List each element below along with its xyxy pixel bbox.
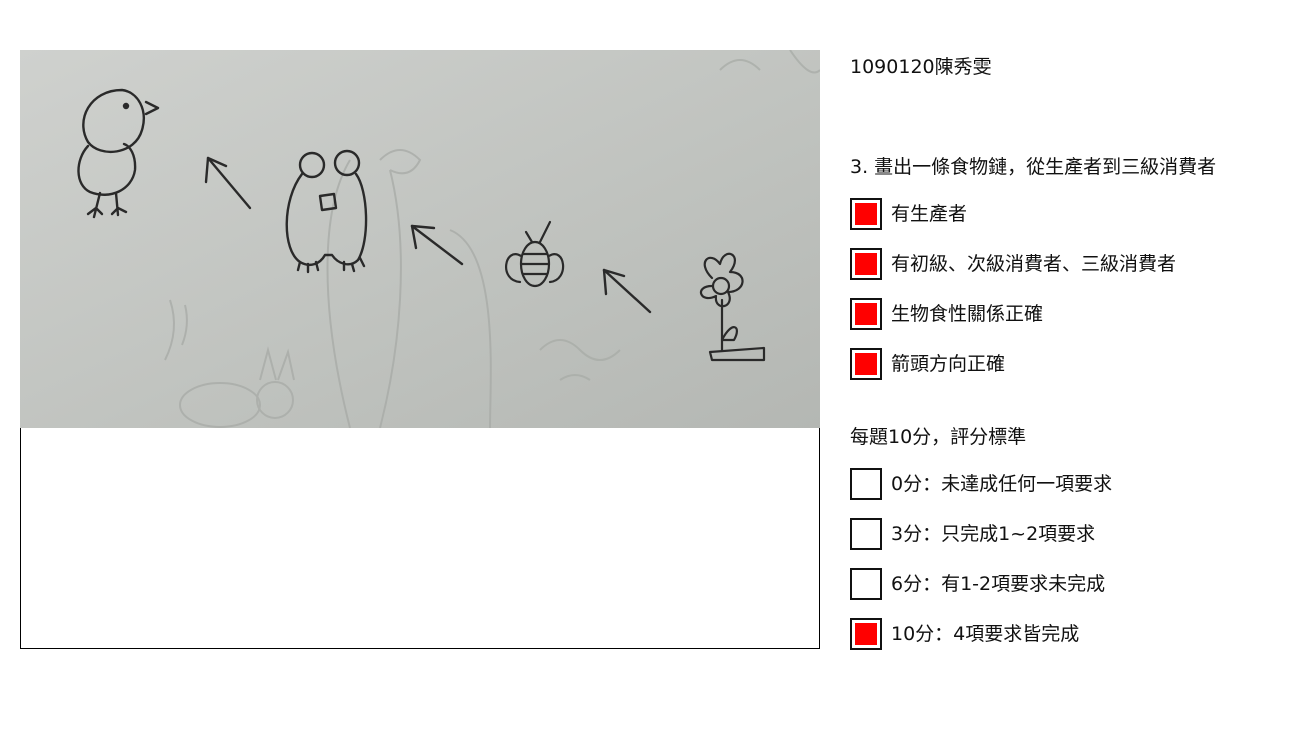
criterion-producer[interactable]: 有生產者 bbox=[850, 198, 967, 230]
check-fill bbox=[855, 353, 877, 375]
score-option-6[interactable]: 6分：有1-2項要求未完成 bbox=[850, 568, 1105, 600]
food-chain-drawing bbox=[20, 50, 820, 428]
score-option-10[interactable]: 10分：4項要求皆完成 bbox=[850, 618, 1079, 650]
criterion-label: 箭頭方向正確 bbox=[891, 353, 1006, 375]
bee-drawing bbox=[505, 220, 565, 288]
check-fill bbox=[855, 203, 877, 225]
check-fill bbox=[855, 303, 877, 325]
flower-drawing bbox=[700, 252, 766, 362]
arrow-flower-to-bee bbox=[602, 268, 652, 314]
criterion-consumers[interactable]: 有初級、次級消費者、三級消費者 bbox=[850, 248, 1176, 280]
student-name: 1090120陳秀雯 bbox=[850, 56, 992, 78]
score-checkbox[interactable] bbox=[850, 468, 882, 500]
paper-background bbox=[20, 50, 820, 428]
score-label: 6分：有1-2項要求未完成 bbox=[891, 573, 1106, 595]
criterion-label: 有生產者 bbox=[891, 203, 968, 225]
criterion-checkbox[interactable] bbox=[850, 198, 882, 230]
check-fill bbox=[855, 623, 877, 645]
score-label: 10分：4項要求皆完成 bbox=[891, 623, 1080, 645]
score-option-0[interactable]: 0分：未達成任何一項要求 bbox=[850, 468, 1112, 500]
criterion-label: 有初級、次級消費者、三級消費者 bbox=[891, 253, 1177, 275]
question-title: 3. 畫出一條食物鏈，從生產者到三級消費者 bbox=[850, 156, 1217, 178]
check-fill bbox=[855, 253, 877, 275]
criterion-arrow-direction[interactable]: 箭頭方向正確 bbox=[850, 348, 1005, 380]
score-label: 3分：只完成1~2項要求 bbox=[891, 523, 1096, 545]
criterion-feeding-relation[interactable]: 生物食性關係正確 bbox=[850, 298, 1043, 330]
arrow-frog-to-chick bbox=[204, 156, 252, 210]
criterion-checkbox[interactable] bbox=[850, 348, 882, 380]
criterion-label: 生物食性關係正確 bbox=[891, 303, 1044, 325]
criterion-checkbox[interactable] bbox=[850, 298, 882, 330]
arrow-bee-to-frog bbox=[410, 224, 464, 266]
bleed-through-marks bbox=[164, 50, 820, 428]
score-checkbox[interactable] bbox=[850, 568, 882, 600]
scoring-title: 每題10分，評分標準 bbox=[850, 426, 1027, 448]
score-label: 0分：未達成任何一項要求 bbox=[891, 473, 1113, 495]
score-checkbox[interactable] bbox=[850, 518, 882, 550]
criterion-checkbox[interactable] bbox=[850, 248, 882, 280]
student-drawing-photo bbox=[20, 50, 820, 428]
score-checkbox[interactable] bbox=[850, 618, 882, 650]
chick-drawing bbox=[77, 88, 160, 219]
frog-drawing bbox=[285, 149, 368, 274]
score-option-3[interactable]: 3分：只完成1~2項要求 bbox=[850, 518, 1095, 550]
